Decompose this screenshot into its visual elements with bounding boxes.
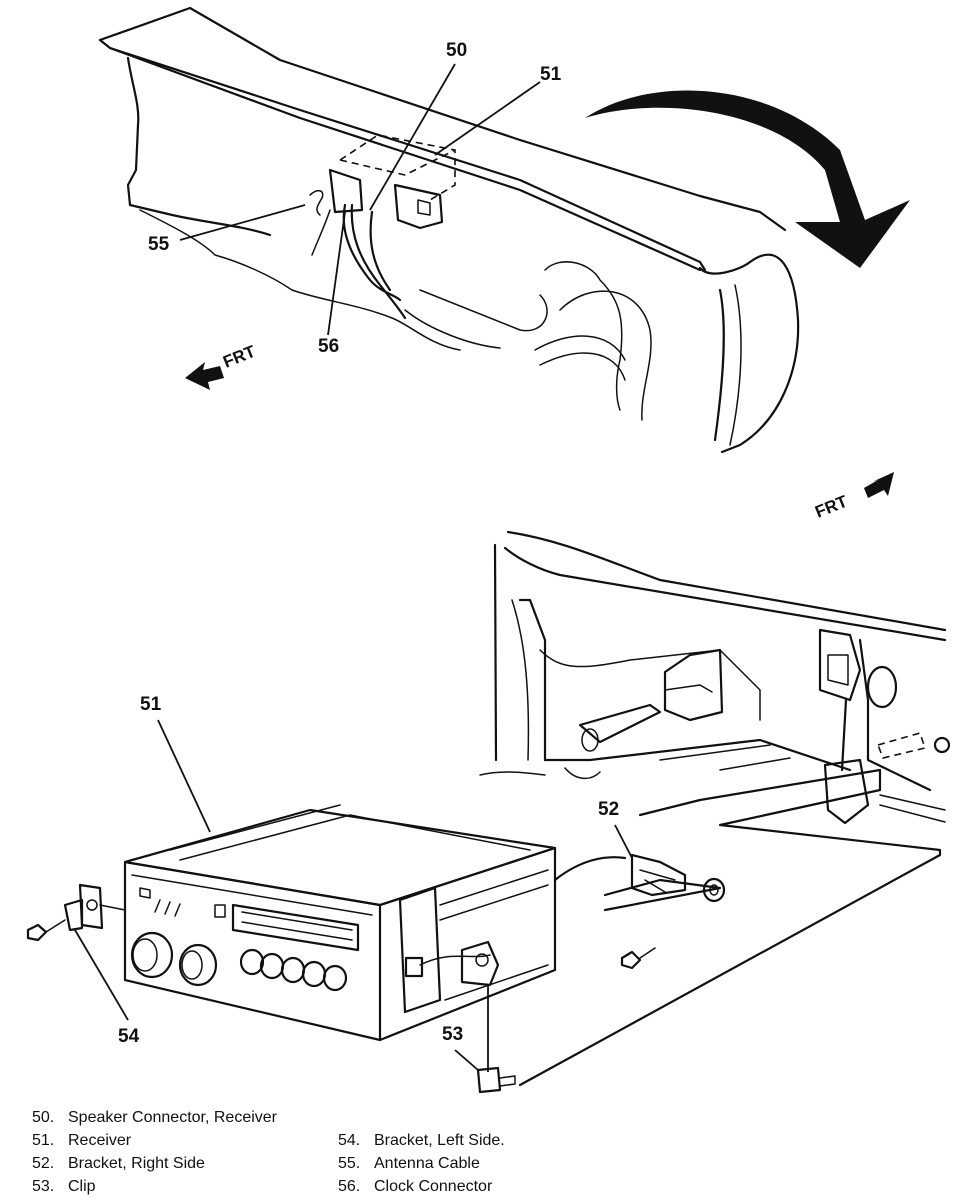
legend-number: 55. <box>338 1155 361 1172</box>
receiver-unit <box>123 804 627 1042</box>
legend-label: Clock Connector <box>374 1178 493 1195</box>
leader-52 <box>614 824 633 859</box>
right-screw-icon <box>620 947 656 970</box>
callout-51-top: 51 <box>540 64 562 85</box>
front-arrow-top-icon <box>185 362 224 390</box>
preset-buttons <box>239 948 348 992</box>
legend-item: 50. Speaker Connector, Receiver <box>32 1106 277 1129</box>
callout-52: 52 <box>598 799 619 820</box>
callout-55: 55 <box>148 234 170 255</box>
legend-item: 52. Bracket, Right Side <box>32 1152 277 1175</box>
legend-label: Bracket, Right Side <box>68 1155 205 1172</box>
right-nut-icon <box>702 877 726 903</box>
leader-56 <box>327 211 346 336</box>
legend-label: Bracket, Left Side. <box>374 1132 505 1149</box>
legend-item: 54. Bracket, Left Side. <box>338 1129 505 1152</box>
rotation-arrow <box>585 90 910 269</box>
legend-number: 53. <box>32 1178 55 1195</box>
callouts-top: 50 51 55 56 <box>148 40 562 357</box>
callouts-bottom: 51 52 53 54 <box>74 694 633 1071</box>
leader-51-bottom <box>157 719 211 833</box>
legend-label: Clip <box>68 1178 96 1195</box>
legend-number: 52. <box>32 1155 55 1172</box>
instrument-panel-top-view: FRT <box>98 6 910 454</box>
leader-50 <box>369 63 456 211</box>
legend-number: 51. <box>32 1132 55 1149</box>
callout-50-top: 50 <box>446 40 467 61</box>
receiver-knobs <box>130 931 218 987</box>
callout-54: 54 <box>118 1026 140 1047</box>
legend-item: 55. Antenna Cable <box>338 1152 505 1175</box>
frt-label-top: FRT <box>220 341 258 371</box>
callout-53: 53 <box>442 1024 463 1045</box>
legend-label: Speaker Connector, Receiver <box>68 1109 277 1126</box>
frt-label-bottom: FRT <box>812 491 850 521</box>
left-bracket <box>26 883 126 942</box>
legend-number: 50. <box>32 1109 55 1126</box>
legend-label: Receiver <box>68 1132 132 1149</box>
legend-item: 56. Clock Connector <box>338 1175 505 1198</box>
left-screw-icon <box>26 919 66 942</box>
leader-53 <box>454 1049 479 1071</box>
legend-number: 56. <box>338 1178 361 1195</box>
leader-54 <box>74 929 129 1021</box>
legend-column-1: 50. Speaker Connector, Receiver 51. Receiv… <box>32 1106 277 1198</box>
callout-56: 56 <box>318 336 339 357</box>
legend-item: 51. Receiver <box>32 1129 277 1152</box>
leader-51-top <box>434 81 541 156</box>
legend-number: 54. <box>338 1132 361 1149</box>
front-arrow-bottom-icon <box>864 472 894 498</box>
callout-51-bottom: 51 <box>140 694 162 715</box>
clip <box>460 940 516 1094</box>
legend-label: Antenna Cable <box>374 1155 480 1172</box>
legend-item: 53. Clip <box>32 1175 277 1198</box>
right-bracket <box>620 853 726 970</box>
dash-opening-bottom-view: FRT <box>479 472 951 1087</box>
leader-55 <box>179 204 306 241</box>
legend-column-2: 54.Bracket, Left Side. 55.Antenna Cable … <box>338 1129 505 1198</box>
